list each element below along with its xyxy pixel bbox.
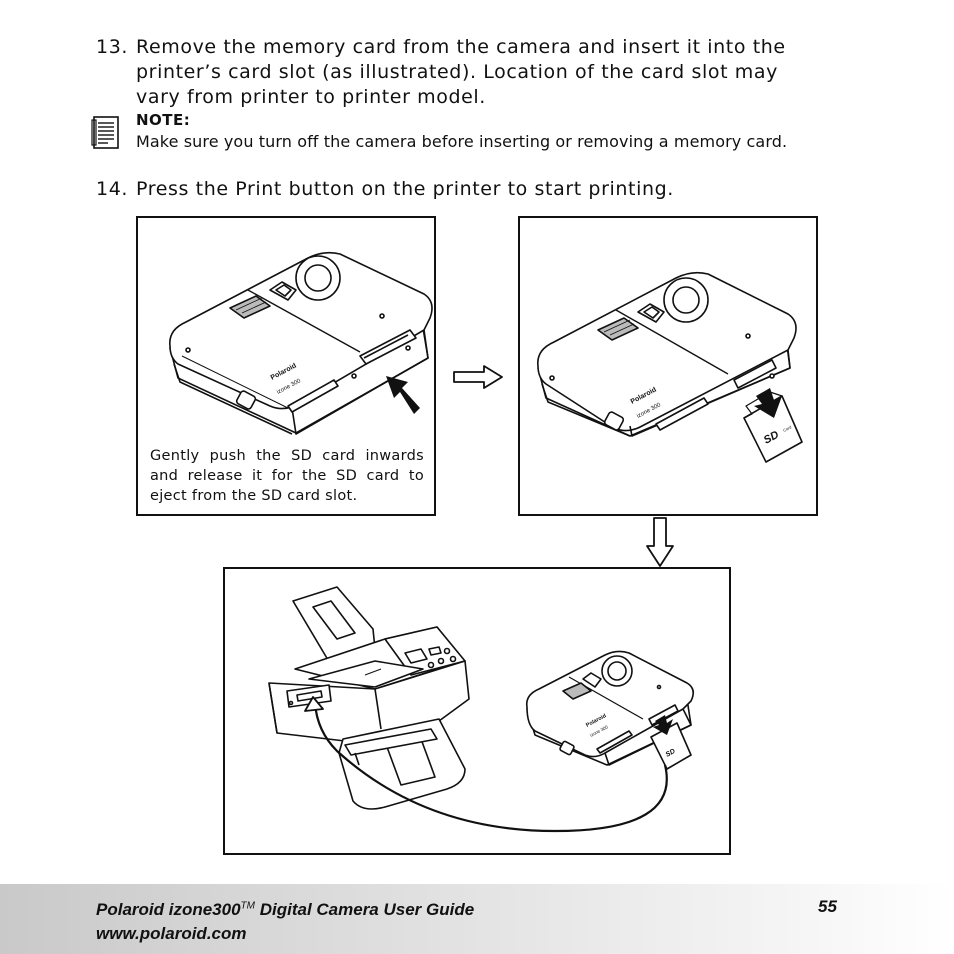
note-pad-icon (91, 116, 119, 149)
illustration-panel-eject: Polaroid izone 300 Gently push the SD ca… (136, 216, 436, 516)
note-text: Make sure you turn off the camera before… (136, 132, 788, 151)
camera-eject-illustration: Polaroid izone 300 (169, 251, 433, 435)
illustration-panel-remove-card: Polaroid izone 300 SD Card (518, 216, 818, 516)
page-number: 55 (818, 897, 837, 916)
transfer-path-line (313, 702, 668, 833)
camera-remove-card-illustration: Polaroid izone 300 SD Card (537, 271, 803, 463)
step-number: 13. (96, 36, 129, 58)
insert-arrow-icon (304, 696, 324, 712)
step-text: Press the Print button on the printer to… (136, 178, 674, 200)
eject-caption: Gently push the SD card inwards and rele… (150, 448, 424, 504)
arrow-right-icon (453, 365, 503, 389)
arrow-down-icon (646, 517, 674, 567)
remove-arrow-icon (653, 715, 673, 735)
step-text: Remove the memory card from the camera a… (136, 36, 786, 108)
push-arrow-icon (386, 376, 420, 414)
step-13: 13. Remove the memory card from the came… (96, 35, 826, 110)
trademark: TM (240, 900, 255, 912)
sd-card-sub-label: Card (782, 424, 792, 432)
illustration-panel-printer: Polaroid izone 300 SD (223, 567, 731, 855)
page-footer: Polaroid izone300TM Digital Camera User … (0, 884, 954, 954)
printer-insert-card-illustration: Polaroid izone 300 SD (268, 586, 695, 833)
footer-title: Polaroid izone300TM Digital Camera User … (96, 900, 475, 919)
note-label: NOTE: (136, 111, 191, 129)
remove-arrow-icon (754, 388, 782, 418)
footer-url[interactable]: www.polaroid.com (96, 924, 247, 943)
sd-card-label: SD (665, 748, 677, 759)
step-number: 14. (96, 178, 129, 200)
step-14: 14. Press the Print button on the printe… (96, 177, 826, 202)
